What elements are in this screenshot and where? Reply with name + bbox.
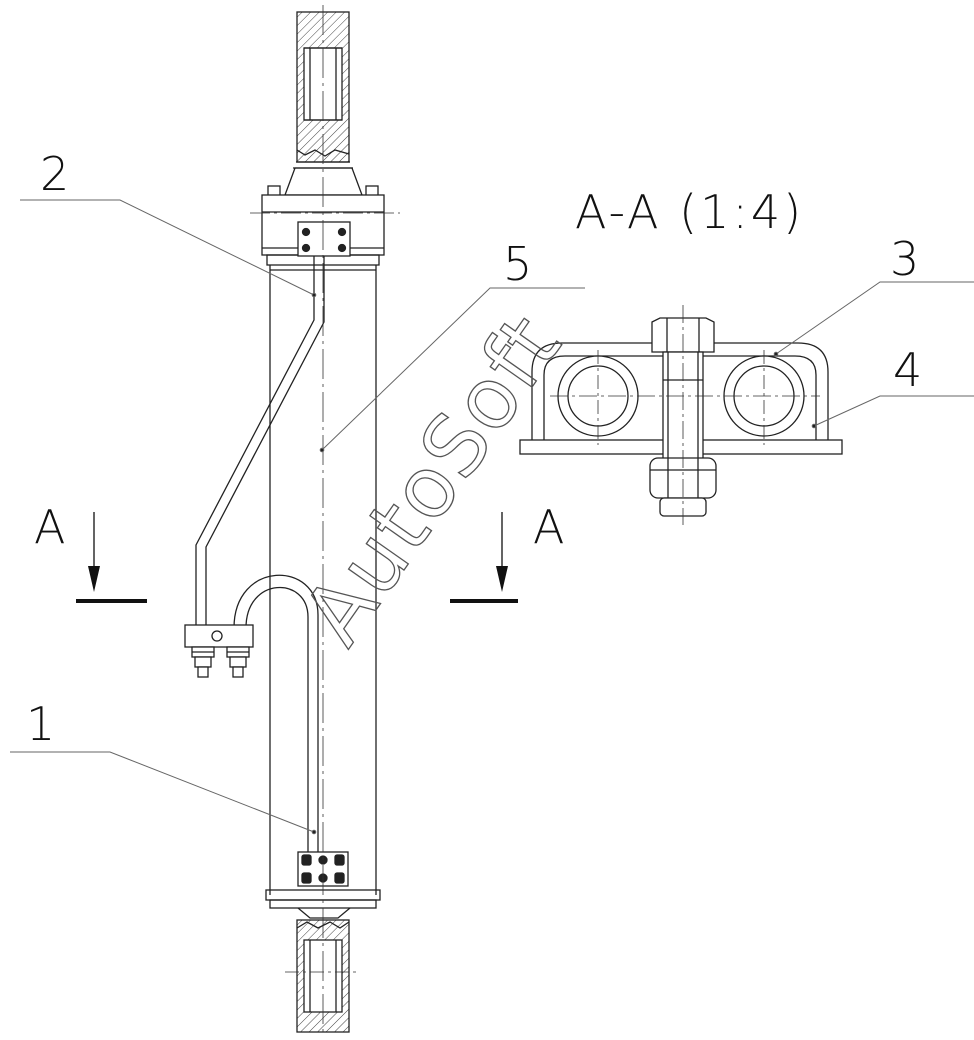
watermark: AutoSoft bbox=[284, 297, 580, 662]
pipe-lower bbox=[233, 574, 319, 852]
pipe-upper bbox=[195, 256, 325, 625]
section-cut-left bbox=[76, 512, 147, 603]
callout-label-5: 5 bbox=[503, 237, 532, 291]
leader-1 bbox=[10, 751, 315, 833]
callout-label-1: 1 bbox=[26, 697, 55, 751]
section-title: A-A (1:4) bbox=[575, 185, 804, 239]
leader-3 bbox=[775, 281, 974, 355]
section-view bbox=[519, 305, 843, 525]
section-mark-left: A bbox=[34, 500, 65, 554]
leader-2 bbox=[20, 199, 315, 296]
callout-label-2: 2 bbox=[40, 147, 69, 201]
callout-label-3: 3 bbox=[890, 232, 919, 286]
leader-4 bbox=[813, 395, 974, 427]
section-mark-right: A bbox=[533, 500, 564, 554]
callout-label-4: 4 bbox=[893, 343, 922, 397]
leader-5 bbox=[321, 287, 585, 451]
section-cut-right bbox=[450, 512, 518, 603]
fitting-block bbox=[184, 624, 254, 678]
cylinder-assembly bbox=[184, 5, 400, 1035]
leaders bbox=[10, 199, 974, 835]
